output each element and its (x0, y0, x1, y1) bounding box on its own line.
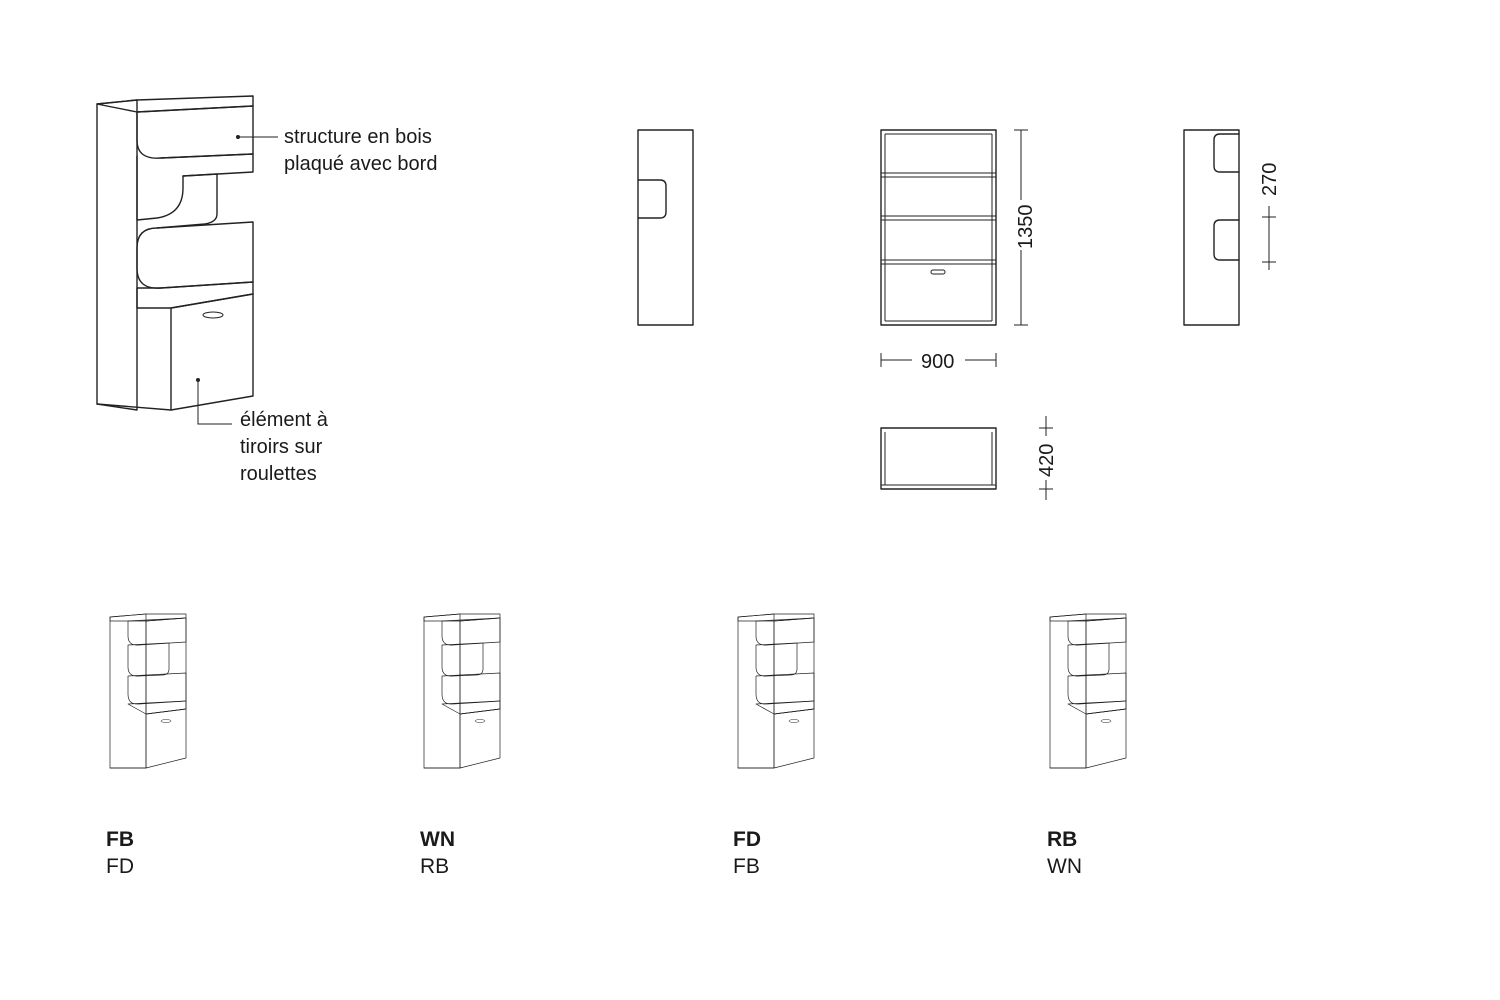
callout-drawer-line-1: élément à (240, 409, 329, 431)
front-elevation (880, 129, 997, 326)
dimension-depth: 420 (1036, 416, 1058, 500)
height-value: 1350 (1015, 205, 1037, 250)
variant-label-wn: WN RB (420, 826, 620, 880)
dimension-width: 900 (880, 351, 997, 373)
variant-shelf-rb (1049, 613, 1127, 769)
width-value: 900 (921, 351, 954, 373)
variant-code: FB (106, 828, 134, 851)
dimension-height: 1350 (1012, 129, 1037, 326)
depth-value: 420 (1036, 444, 1058, 477)
finish-variants (109, 613, 1127, 769)
top-view (880, 427, 997, 490)
callout-drawer (196, 378, 232, 425)
variant-shelf-wn (423, 613, 501, 769)
variant-sub: WN (1047, 855, 1082, 878)
callout-structure-line-2: plaqué avec bord (284, 153, 437, 175)
dimension-module: 270 (1259, 163, 1281, 270)
module-value: 270 (1259, 163, 1281, 196)
variant-shelf-fb (109, 613, 187, 769)
variant-sub: FD (106, 855, 134, 878)
side-elevation-right (1183, 129, 1240, 326)
callout-structure (236, 135, 278, 139)
variant-sub: FB (733, 855, 760, 878)
variant-code: RB (1047, 828, 1078, 851)
variant-label-fb: FB FD (106, 826, 306, 880)
side-elevation-left (637, 129, 694, 326)
isometric-view (96, 95, 254, 411)
variant-label-rb: RB WN (1047, 826, 1247, 880)
callout-structure-line-1: structure en bois (284, 126, 432, 148)
variant-sub: RB (420, 855, 450, 878)
callout-drawer-line-3: roulettes (240, 463, 317, 485)
variant-code: WN (420, 828, 455, 851)
variant-shelf-fd (737, 613, 815, 769)
variant-code: FD (733, 828, 761, 851)
callout-drawer-line-2: tiroirs sur (240, 436, 323, 458)
variant-label-fd: FD FB (733, 826, 933, 880)
